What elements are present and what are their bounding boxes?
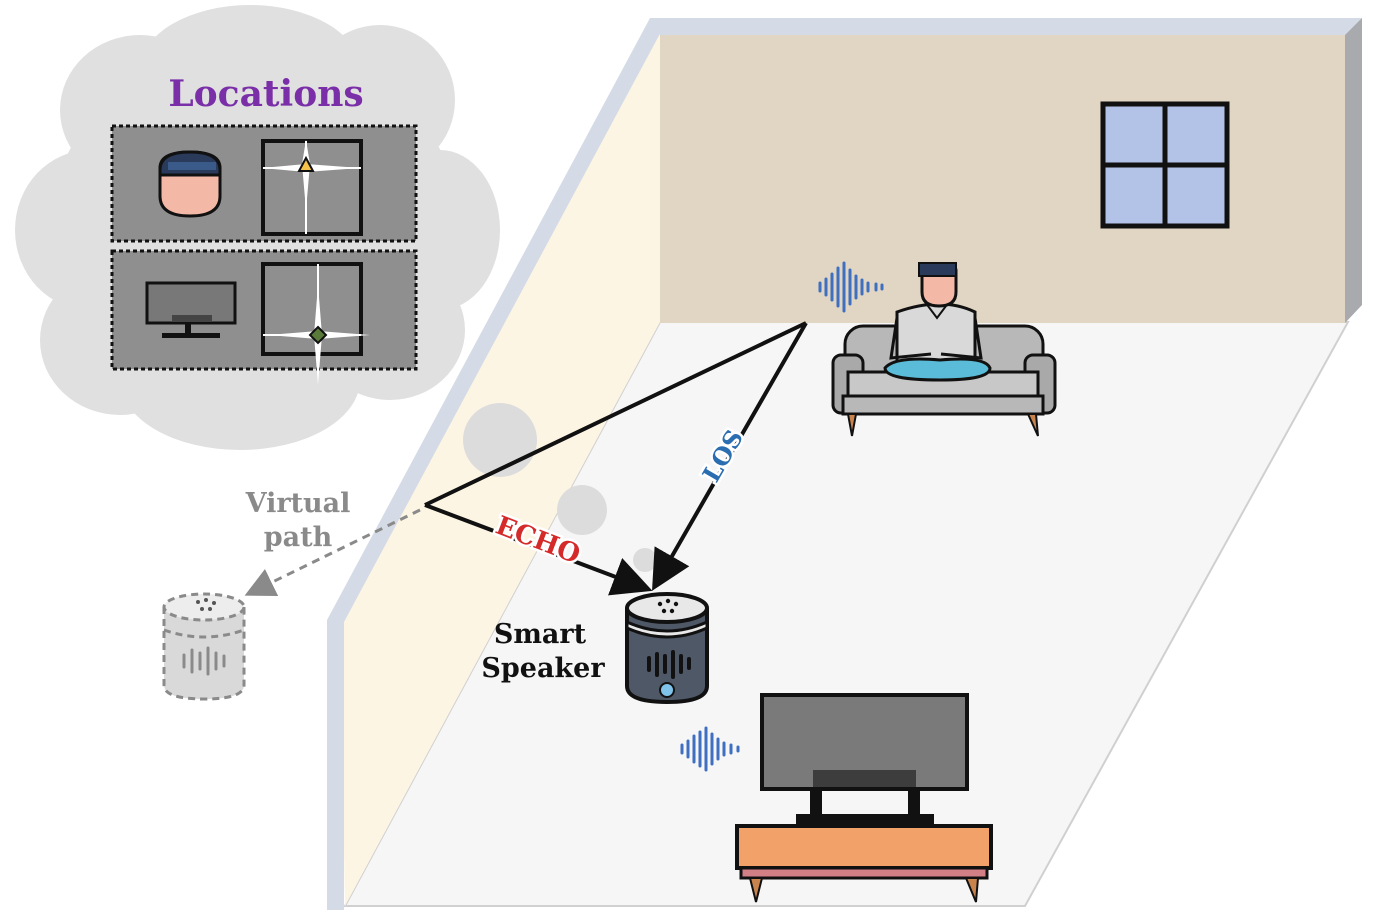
location-marker-diamond <box>308 325 328 345</box>
sound-wave-icon <box>818 261 884 313</box>
room <box>327 18 1362 910</box>
virtual-path-label-line1: Virtual <box>245 488 351 519</box>
location-map-tv <box>261 262 370 385</box>
window-icon <box>1100 101 1230 229</box>
smart-speaker-label-line1: Smart <box>494 619 587 650</box>
person-sitting-icon <box>831 262 1057 437</box>
smart-speaker-label-line2: Speaker <box>481 653 605 684</box>
location-panel-tv <box>110 249 418 385</box>
back-wall-top <box>650 18 1362 35</box>
virtual-speaker-icon <box>162 592 246 701</box>
location-marker-triangle <box>297 155 315 172</box>
location-panel-person <box>110 124 418 243</box>
locations-cloud: Locations <box>15 5 500 450</box>
tv-stand <box>735 824 993 903</box>
signal-paths <box>244 321 808 596</box>
television-icon <box>735 693 993 903</box>
smart-speaker-icon <box>625 592 709 705</box>
person-face-icon <box>158 150 222 218</box>
virtual-path-label-line2: path <box>264 522 333 553</box>
los-path <box>652 322 808 591</box>
incident-path <box>424 321 807 507</box>
cloud-title: Locations <box>168 73 363 115</box>
location-map-person <box>261 139 363 236</box>
echo-path <box>424 503 653 596</box>
virtual-path <box>244 508 421 596</box>
tv-small-icon <box>145 281 237 338</box>
back-wall-right <box>1345 18 1362 323</box>
tv-sound-wave-icon <box>680 726 740 772</box>
back-wall <box>660 35 1345 323</box>
